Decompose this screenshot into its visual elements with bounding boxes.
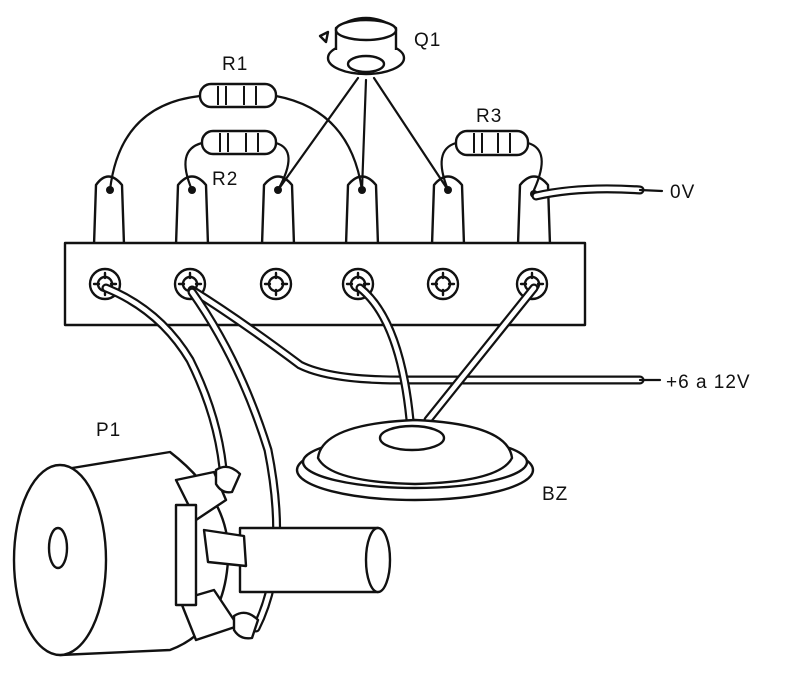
component-leads <box>108 76 543 192</box>
strip-body <box>63 241 587 327</box>
wire-0v <box>531 184 664 201</box>
potentiometer-p1 <box>12 450 392 657</box>
label-r2: R2 <box>212 169 238 190</box>
label-r3: R3 <box>476 106 502 127</box>
resistor-r1 <box>198 82 278 109</box>
buzzer-bz <box>295 418 535 502</box>
resistor-r2 <box>200 129 278 156</box>
wire-supply <box>187 285 662 385</box>
wire-buzzer <box>355 283 539 425</box>
label-0v: 0V <box>670 182 695 203</box>
label-q1: Q1 <box>414 30 441 51</box>
labels: Q1 R1 R2 R3 0V +6 a 12V P1 BZ <box>96 30 751 505</box>
transistor-q1 <box>318 16 406 76</box>
terminal-strip <box>63 175 587 327</box>
label-supply: +6 a 12V <box>666 372 751 393</box>
label-r1: R1 <box>222 54 248 75</box>
label-bz: BZ <box>542 484 568 505</box>
resistor-r3 <box>454 129 530 157</box>
solder-lugs <box>92 175 552 247</box>
label-p1: P1 <box>96 420 121 441</box>
